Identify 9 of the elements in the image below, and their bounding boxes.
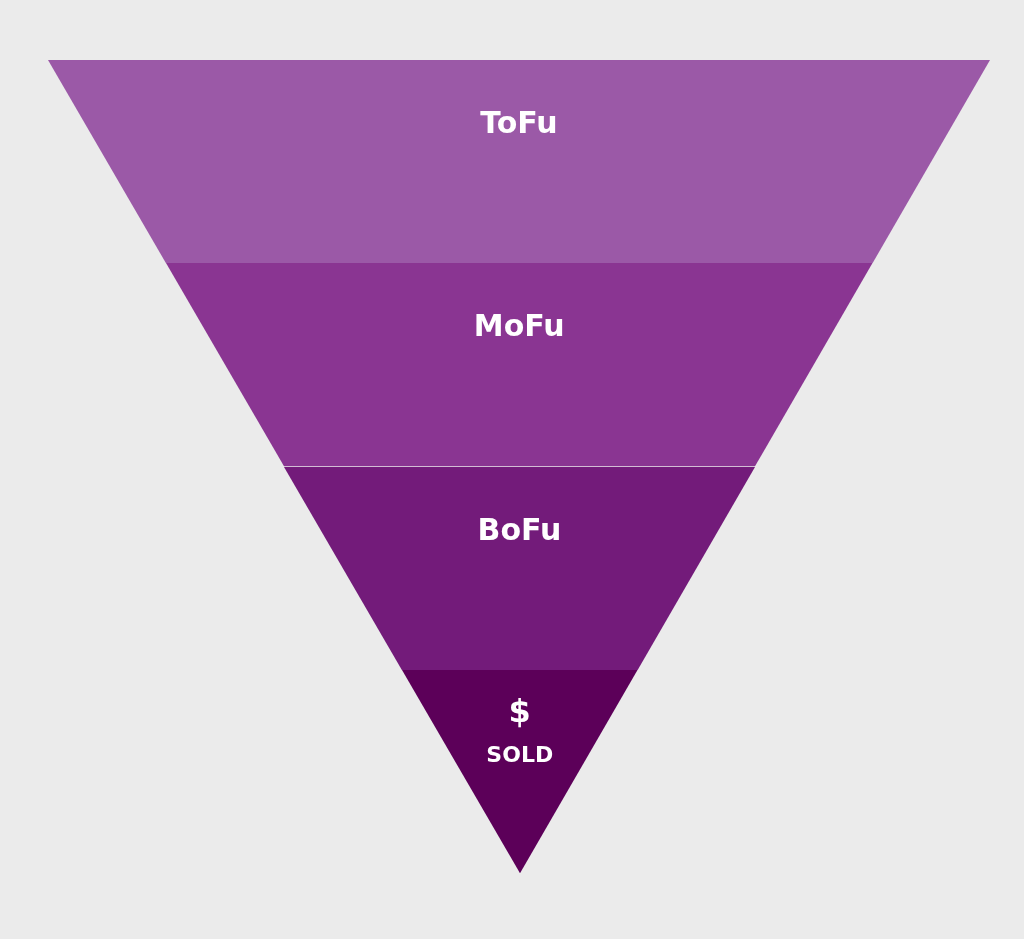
funnel-stage — [402, 669, 638, 873]
stage-label: ToFu — [480, 105, 558, 141]
funnel-stage — [48, 60, 990, 264]
funnel-stage — [284, 466, 755, 670]
stage-label: BoFu — [477, 511, 562, 548]
stage-symbol: $ — [508, 691, 531, 731]
stage-label: SOLD — [486, 742, 554, 769]
stage-label: MoFu — [473, 308, 565, 345]
funnel-stage — [166, 263, 873, 467]
